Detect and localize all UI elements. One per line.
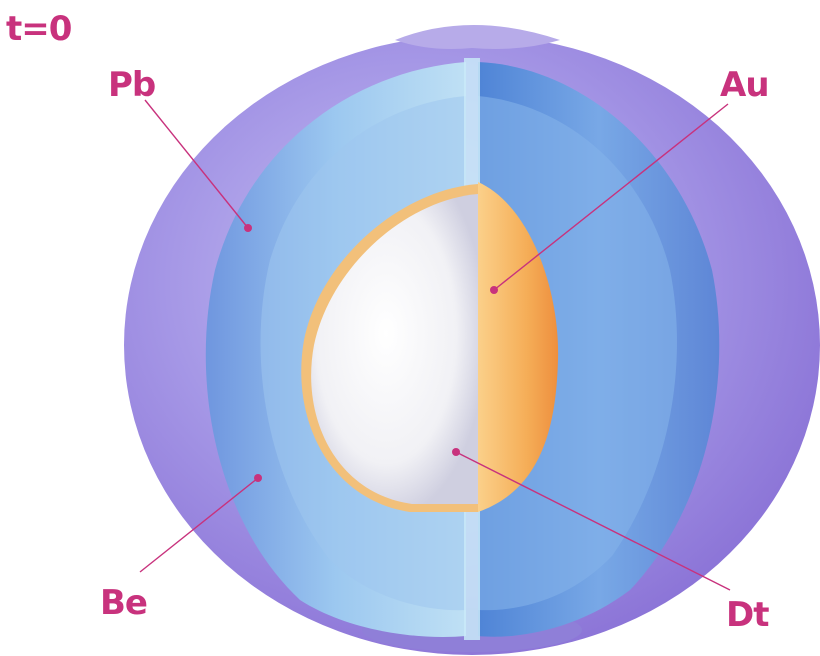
label-dt: Dt [726, 595, 769, 635]
time-label: t=0 [6, 9, 72, 49]
dot-be [254, 474, 262, 482]
dot-pb [244, 224, 252, 232]
label-be: Be [100, 583, 147, 623]
label-au: Au [720, 65, 769, 105]
dot-dt [452, 448, 460, 456]
label-pb: Pb [108, 65, 155, 105]
dot-au [490, 286, 498, 294]
